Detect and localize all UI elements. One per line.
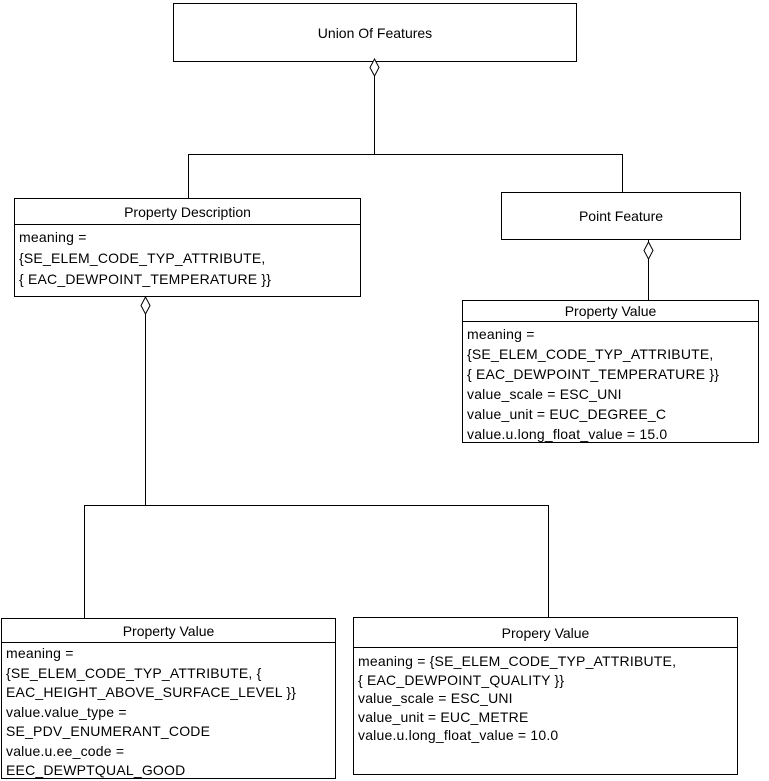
class-title: Property Description [15, 199, 360, 225]
class-box-property-value-height: Property Value meaning = {SE_ELEM_CODE_T… [1, 618, 336, 779]
connector-property-description-to-split [145, 297, 146, 505]
aggregation-diamond-icon [643, 240, 654, 261]
class-attributes: meaning = {SE_ELEM_CODE_TYP_ATTRIBUTE, {… [358, 653, 677, 743]
connector-branch-to-point-feature [622, 155, 623, 192]
class-attributes: meaning = {SE_ELEM_CODE_TYP_ATTRIBUTE, {… [6, 645, 297, 778]
class-title: Property Value [2, 619, 335, 643]
connector-branch-to-property-description [188, 155, 189, 198]
class-box-property-value-temperature: Property Value meaning = {SE_ELEM_CODE_T… [462, 300, 759, 443]
aggregation-diamond-icon [369, 57, 380, 78]
aggregation-diamond-icon [140, 295, 151, 316]
connector-union-to-branch [374, 61, 375, 154]
connector-branch-horizontal [188, 154, 623, 155]
class-title: Property Value [463, 301, 758, 322]
class-box-property-description: Property Description meaning = {SE_ELEM_… [14, 198, 361, 297]
class-title: Point Feature [578, 208, 664, 224]
connector-split-horizontal [84, 505, 549, 506]
class-title: Propery Value [354, 618, 737, 648]
connector-split-to-property-value-right [548, 506, 549, 617]
class-box-union-of-features: Union Of Features [173, 3, 577, 62]
class-box-point-feature: Point Feature [501, 192, 741, 240]
class-attributes: meaning = {SE_ELEM_CODE_TYP_ATTRIBUTE, {… [467, 326, 720, 442]
class-box-property-value-quality: Propery Value meaning = {SE_ELEM_CODE_TY… [353, 617, 738, 775]
connector-point-feature-to-property-value [648, 240, 649, 300]
class-attributes: meaning = {SE_ELEM_CODE_TYP_ATTRIBUTE, {… [19, 229, 272, 287]
class-title: Union Of Features [317, 24, 433, 41]
connector-split-to-property-value-left [84, 506, 85, 618]
